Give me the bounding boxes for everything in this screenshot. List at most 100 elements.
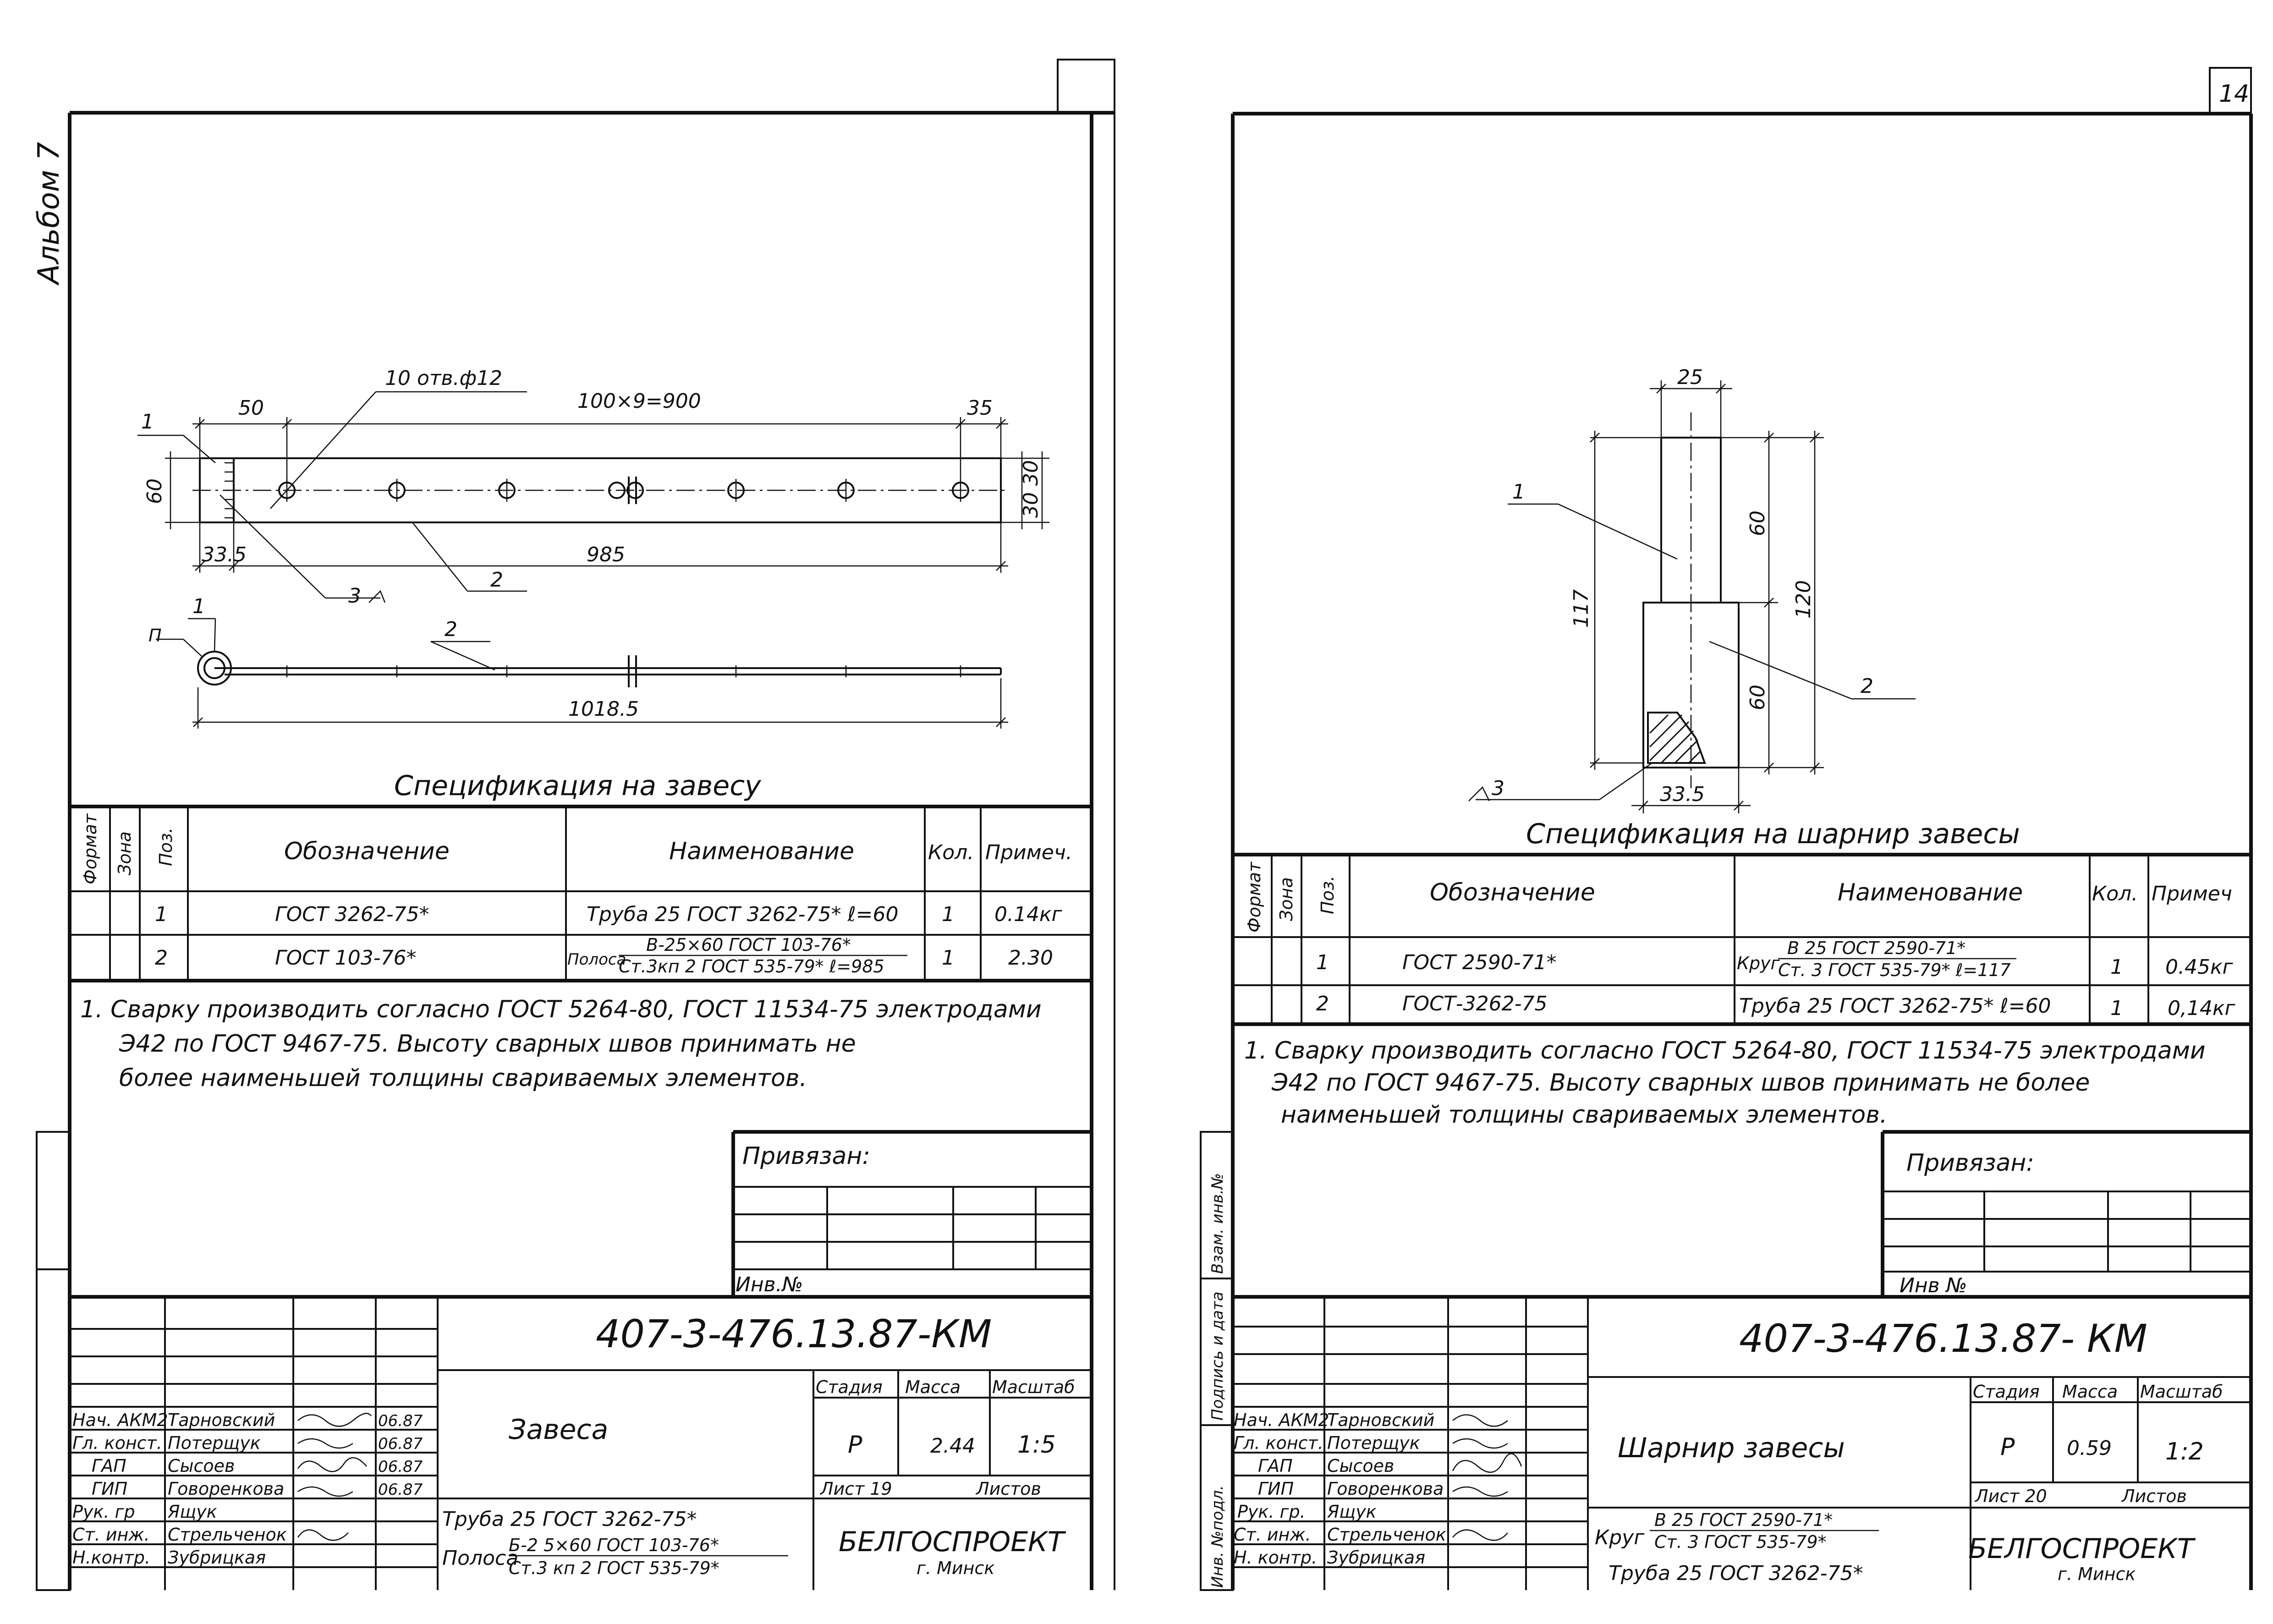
left-name-3: Сысоев bbox=[168, 1456, 235, 1476]
left-date-1: 06.87 bbox=[378, 1412, 423, 1430]
left-name-2: Потерщук bbox=[168, 1433, 261, 1453]
right-note-line-1: 1. Сварку производить согласно ГОСТ 5264… bbox=[1244, 1037, 2206, 1064]
left-row2-pos: 2 bbox=[155, 946, 168, 970]
dim-60: 60 bbox=[143, 478, 166, 504]
side-stamp-signature: Подпись и дата bbox=[1208, 1291, 1227, 1421]
right-name-3: Сысоев bbox=[1327, 1456, 1394, 1476]
left-spec-table: Формат Зона Поз. Обозначение Наименовани… bbox=[70, 805, 1092, 982]
left-signature-2 bbox=[297, 1438, 353, 1449]
dim-1018-5: 1018.5 bbox=[568, 697, 639, 721]
right-notes: 1. Сварку производить согласно ГОСТ 5264… bbox=[1244, 1037, 2206, 1129]
left-scale-header: Масштаб bbox=[992, 1377, 1075, 1397]
left-name-7: Зубрицкая bbox=[168, 1547, 266, 1568]
left-inv-label: Инв.№ bbox=[736, 1273, 803, 1296]
left-role-5: Рук. гр bbox=[72, 1502, 135, 1522]
right-note-line-2: Э42 по ГОСТ 9467-75. Высоту сварных швов… bbox=[1271, 1069, 2090, 1097]
left-role-1: Нач. АКМ2 bbox=[72, 1410, 168, 1430]
right-signature-6 bbox=[1452, 1529, 1508, 1541]
left-spec-title: Спецификация на завесу bbox=[394, 770, 762, 802]
left-material-2-prefix: Полоса bbox=[442, 1547, 518, 1570]
right-inv-label: Инв № bbox=[1900, 1274, 1967, 1297]
left-role-7: Н.контр. bbox=[72, 1547, 150, 1568]
left-bound-block: Привязан: Инв.№ bbox=[731, 1130, 1092, 1297]
right-stage-header: Стадия bbox=[1973, 1382, 2040, 1402]
right-spec-table: Формат Зона Поз. Обозначение Наименовани… bbox=[1233, 853, 2251, 1026]
left-city: г. Минск bbox=[917, 1558, 994, 1578]
pos-1-side: 1 bbox=[192, 595, 205, 618]
right-name-2: Потерщук bbox=[1327, 1433, 1420, 1453]
left-col-format: Формат bbox=[80, 813, 100, 884]
left-title-block: 407-3-476.13.87-КМ Завеса Стадия Масса М… bbox=[70, 1295, 1092, 1590]
left-name-6: Стрельченок bbox=[168, 1525, 287, 1545]
right-name-5: Ящук bbox=[1327, 1502, 1377, 1522]
left-name-1: Тарновский bbox=[168, 1410, 275, 1430]
left-signature-3 bbox=[297, 1457, 367, 1472]
left-date-4: 06.87 bbox=[378, 1481, 423, 1499]
dim-33-5: 33.5 bbox=[202, 543, 247, 566]
left-doc-code: 407-3-476.13.87-КМ bbox=[596, 1311, 992, 1356]
left-row2-prefix: Полоса bbox=[567, 950, 626, 969]
right-sheets-label: Листов bbox=[2121, 1486, 2187, 1506]
left-signature-6 bbox=[297, 1529, 349, 1541]
left-material-2: Ст.3 кп 2 ГОСТ 535-79* bbox=[509, 1558, 719, 1578]
right-mass-header: Масса bbox=[2062, 1382, 2118, 1402]
page-number: 14 bbox=[2219, 80, 2249, 108]
right-role-6: Ст. инж. bbox=[1234, 1525, 1311, 1545]
right-role-3: ГАП bbox=[1258, 1456, 1293, 1476]
left-col-zone: Зона bbox=[115, 831, 135, 875]
right-col-zone: Зона bbox=[1276, 877, 1296, 921]
dim-35: 35 bbox=[967, 396, 993, 420]
right-name-7: Зубрицкая bbox=[1327, 1547, 1425, 1568]
left-col-note: Примеч. bbox=[985, 841, 1072, 864]
pos-2-plan: 2 bbox=[490, 568, 503, 592]
album-label: Альбом 7 bbox=[32, 142, 66, 286]
left-col-name: Наименование bbox=[669, 838, 854, 865]
left-name-5: Ящук bbox=[167, 1502, 217, 1522]
left-note-line-1: 1. Сварку производить согласно ГОСТ 5264… bbox=[80, 996, 1042, 1023]
left-row2-qty: 1 bbox=[942, 946, 955, 970]
right-title-block: 407-3-476.13.87- КМ Шарнир завесы Стадия… bbox=[1233, 1295, 2251, 1590]
dim-60-lower: 60 bbox=[1746, 685, 1769, 710]
left-bound-label: Привязан: bbox=[742, 1142, 870, 1170]
pos-3-hinge: 3 bbox=[1492, 777, 1504, 800]
right-row2-qty: 1 bbox=[2110, 997, 2123, 1020]
left-name-4: Говоренкова bbox=[168, 1479, 284, 1499]
weld-mark: П bbox=[148, 625, 162, 646]
right-sheet: 14 Инв. №подл. Подпись и дата Взам. инв.… bbox=[1200, 67, 2253, 1591]
dim-985: 985 bbox=[587, 543, 625, 566]
left-stage-header: Стадия bbox=[816, 1377, 883, 1397]
right-sheet-num: Лист 20 bbox=[1974, 1486, 2047, 1506]
right-org: БЕЛГОСПРОЕКТ bbox=[1968, 1533, 2196, 1565]
right-row2-designation: ГОСТ-3262-75 bbox=[1402, 992, 1547, 1015]
left-sheet: Альбом 7 bbox=[32, 59, 1115, 1591]
left-stage: Р bbox=[848, 1431, 862, 1459]
left-sheet-title: Завеса bbox=[509, 1414, 608, 1446]
pos-1-plan: 1 bbox=[141, 410, 154, 433]
right-role-2: Гл. конст. bbox=[1234, 1433, 1323, 1453]
dim-30-a: 30 bbox=[1019, 460, 1043, 486]
right-mass: 0.59 bbox=[2067, 1437, 2112, 1460]
left-row1-note: 0.14кг bbox=[994, 903, 1063, 926]
right-row1-name-top: В 25 ГОСТ 2590-71* bbox=[1787, 938, 1966, 958]
left-row2-name: Ст.3кп 2 ГОСТ 535-79* ℓ=985 bbox=[619, 956, 884, 977]
right-col-designation: Обозначение bbox=[1430, 879, 1595, 906]
dim-25: 25 bbox=[1677, 366, 1703, 389]
right-scale: 1:2 bbox=[2165, 1438, 2204, 1465]
right-row2-pos: 2 bbox=[1316, 992, 1329, 1015]
right-material-1-prefix: Круг bbox=[1595, 1526, 1645, 1549]
left-role-2: Гл. конст. bbox=[72, 1433, 162, 1453]
right-col-format: Формат bbox=[1244, 861, 1264, 933]
dim-117: 117 bbox=[1570, 589, 1593, 628]
hinge-pin-view: 25 117 60 120 60 bbox=[1468, 366, 1916, 813]
right-row2-note: 0,14кг bbox=[2168, 997, 2236, 1020]
right-signature-4 bbox=[1452, 1486, 1508, 1497]
left-col-designation: Обозначение bbox=[284, 838, 450, 865]
left-row2-designation: ГОСТ 103-76* bbox=[275, 946, 417, 970]
dim-33-5-right: 33.5 bbox=[1660, 783, 1705, 806]
right-doc-code: 407-3-476.13.87- КМ bbox=[1739, 1316, 2147, 1361]
right-role-5: Рук. гр. bbox=[1237, 1502, 1306, 1522]
left-role-4: ГИП bbox=[92, 1479, 127, 1499]
side-stamp-inv: Инв. №подл. bbox=[1208, 1485, 1227, 1588]
right-signature-1 bbox=[1452, 1414, 1508, 1427]
